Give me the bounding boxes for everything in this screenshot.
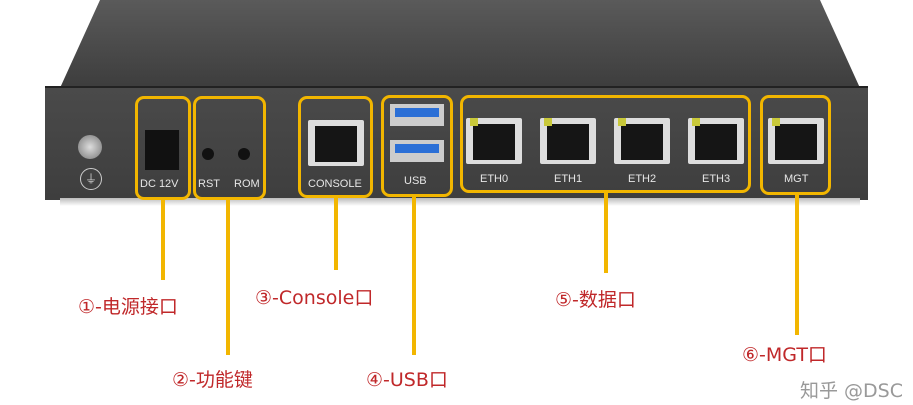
- callout-line-data: [604, 193, 608, 273]
- rst-label: RST: [198, 178, 220, 190]
- dc-label: DC 12V: [140, 178, 179, 190]
- callout-mgt: ⑥-MGT口: [742, 344, 827, 366]
- eth0-led: [470, 118, 478, 126]
- eth2-led: [618, 118, 626, 126]
- eth2-label: ETH2: [628, 173, 657, 185]
- rom-button[interactable]: [238, 148, 250, 160]
- rom-label: ROM: [234, 178, 260, 190]
- rst-button[interactable]: [202, 148, 214, 160]
- callout-data: ⑤-数据口: [555, 289, 636, 311]
- callout-line-usb: [412, 197, 416, 355]
- mgt-led: [772, 118, 780, 126]
- ground-symbol-icon: ⏚: [80, 168, 102, 190]
- eth1-led: [544, 118, 552, 126]
- eth3-label: ETH3: [702, 173, 731, 185]
- callout-line-mgt: [795, 195, 799, 335]
- highlight-mgt: [760, 95, 831, 195]
- eth0-label: ETH0: [480, 173, 509, 185]
- highlight-power: [135, 96, 191, 200]
- callout-line-console: [334, 198, 338, 270]
- usb-port-1[interactable]: [390, 104, 444, 126]
- watermark: 知乎 @DSC: [800, 380, 903, 402]
- eth3-led: [692, 118, 700, 126]
- usb-port-2[interactable]: [390, 140, 444, 162]
- ground-screw-icon: [78, 135, 102, 159]
- callout-power: ①-电源接口: [78, 296, 178, 318]
- callout-line-function: [226, 200, 230, 355]
- mgt-label: MGT: [784, 173, 809, 185]
- highlight-console: [298, 96, 373, 198]
- console-label: CONSOLE: [308, 178, 362, 190]
- callout-line-power: [161, 200, 165, 280]
- highlight-usb: [381, 95, 453, 197]
- callout-function: ②-功能键: [172, 369, 253, 391]
- highlight-function: [193, 96, 266, 200]
- highlight-data: [460, 95, 751, 193]
- mgt-port[interactable]: [768, 118, 824, 164]
- callout-console: ③-Console口: [255, 287, 374, 309]
- eth1-label: ETH1: [554, 173, 583, 185]
- device-lid: [60, 0, 860, 88]
- dc-jack: [145, 130, 179, 170]
- callout-usb: ④-USB口: [366, 369, 448, 391]
- console-port[interactable]: [308, 120, 364, 166]
- usb-label: USB: [404, 175, 427, 187]
- device-shadow: [60, 198, 860, 206]
